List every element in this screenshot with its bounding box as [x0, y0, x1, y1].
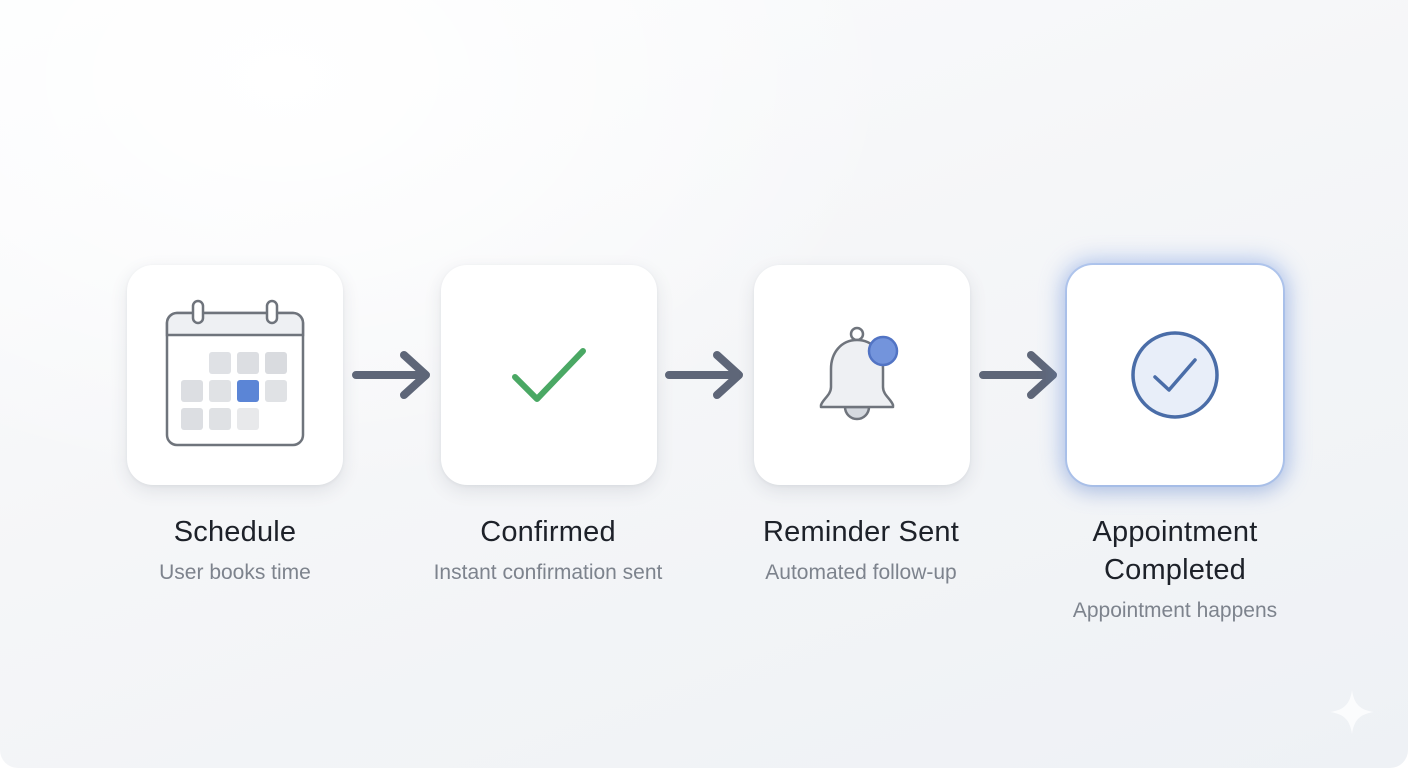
step-card-confirmed — [441, 265, 657, 485]
step-label-schedule: Schedule User books time — [75, 513, 395, 587]
step-title: Confirmed — [480, 516, 616, 548]
bell-notification-icon — [819, 326, 899, 421]
checkmark-icon — [512, 348, 586, 402]
step-card-reminder-sent — [754, 265, 970, 485]
step-card-schedule — [127, 265, 343, 485]
step-subtitle: User books time — [159, 561, 311, 584]
step-card-appointment-completed — [1067, 265, 1283, 485]
circle-check-icon — [1131, 331, 1219, 419]
step-title-line1: Appointment — [1092, 516, 1258, 548]
step-title: Reminder Sent — [762, 516, 960, 548]
step-subtitle: Automated follow-up — [765, 561, 957, 584]
step-title-line2: Completed — [1103, 554, 1247, 586]
sparkle-icon — [1330, 690, 1374, 734]
step-subtitle: Appointment happens — [1072, 599, 1278, 622]
step-label-confirmed: Confirmed Instant confirmation sent — [388, 513, 708, 587]
step-subtitle: Instant confirmation sent — [433, 561, 663, 584]
step-label-reminder-sent: Reminder Sent Automated follow-up — [701, 513, 1021, 587]
arrow-right-icon — [665, 351, 743, 399]
step-label-appointment-completed: Appointment Completed Appointment happen… — [1015, 513, 1335, 625]
step-title: Schedule — [173, 516, 297, 548]
arrow-right-icon — [352, 351, 430, 399]
calendar-icon — [165, 299, 305, 447]
arrow-right-icon — [979, 351, 1057, 399]
